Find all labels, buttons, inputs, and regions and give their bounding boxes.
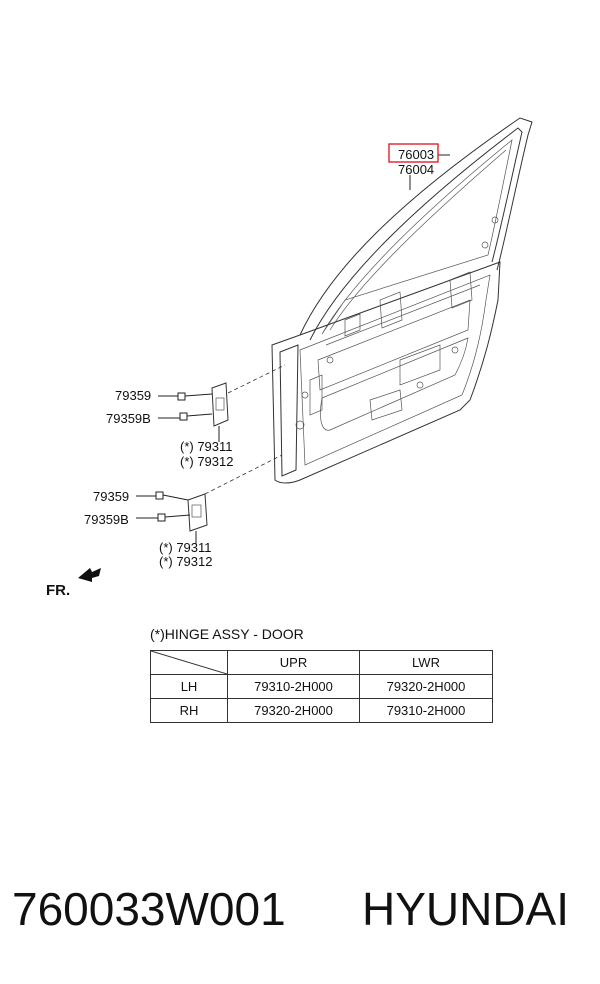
upper-bolt-b-icon <box>179 412 213 421</box>
forward-arrow-icon <box>78 568 101 582</box>
hinge-table-title: (*)HINGE ASSY - DOOR <box>150 626 304 642</box>
upper-hinge-guide <box>227 364 286 394</box>
table-row: LH 79310-2H000 79320-2H000 <box>150 674 493 699</box>
upper-hinge <box>211 382 229 427</box>
hinge-table: UPR LWR LH 79310-2H000 79320-2H000 RH 79… <box>150 650 493 723</box>
table-cell-lwr: 79310-2H000 <box>359 698 493 723</box>
callout-lower-hinge-1: (*) 79311 <box>159 540 212 555</box>
footer-brand: HYUNDAI <box>362 883 570 935</box>
forward-direction-label: FR. <box>46 582 70 599</box>
table-header-lwr: LWR <box>359 650 493 675</box>
highlighted-part-box <box>388 143 439 163</box>
lower-hinge <box>187 493 208 532</box>
upper-bolt-icon <box>177 392 213 401</box>
lower-bolt-icon <box>155 491 189 501</box>
callout-lower-bolt: 79359 <box>93 489 129 504</box>
table-header-row: UPR LWR <box>150 650 493 675</box>
callout-lower-bolt-b: 79359B <box>84 512 129 527</box>
callout-upper-bolt-b: 79359B <box>106 411 151 426</box>
callout-lower-hinge-2: (*) 79312 <box>159 554 212 569</box>
callout-76004: 76004 <box>398 162 434 177</box>
footer: 760033W001 HYUNDAI <box>0 882 600 942</box>
table-cell-side: RH <box>150 698 228 723</box>
callout-upper-bolt: 79359 <box>115 388 151 403</box>
table-header-upr: UPR <box>227 650 360 675</box>
callout-76003: 76003 <box>398 147 434 162</box>
table-cell-upr: 79310-2H000 <box>227 674 360 699</box>
door-panel <box>271 117 533 484</box>
callout-upper-hinge-2: (*) 79312 <box>180 454 233 469</box>
table-row: RH 79320-2H000 79310-2H000 <box>150 698 493 723</box>
table-corner-cell <box>150 650 228 675</box>
table-cell-side: LH <box>150 674 228 699</box>
table-cell-upr: 79320-2H000 <box>227 698 360 723</box>
lower-bolt-b-icon <box>157 513 191 522</box>
callout-upper-hinge-1: (*) 79311 <box>180 439 233 454</box>
diagonal-divider <box>151 651 227 674</box>
table-cell-lwr: 79320-2H000 <box>359 674 493 699</box>
lower-hinge-guide <box>204 454 283 495</box>
door-exploded-diagram: 76003 76004 79359 79359B (*) 79311 (*) 7… <box>46 117 533 599</box>
footer-part-number: 760033W001 <box>12 883 286 935</box>
